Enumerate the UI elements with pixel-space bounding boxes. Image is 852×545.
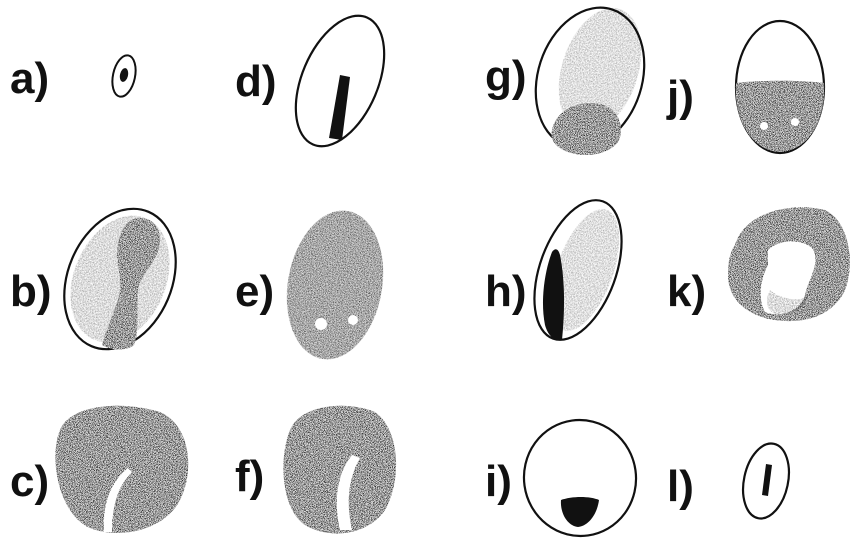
seed-a — [109, 53, 139, 99]
seed-c — [55, 406, 188, 533]
seed-b — [44, 191, 197, 366]
seed-d — [278, 3, 402, 160]
seed-k — [728, 207, 850, 321]
seed-i — [516, 413, 643, 543]
seed-f — [283, 406, 396, 534]
seed-l — [737, 439, 796, 522]
seed-j — [736, 21, 824, 153]
seed-g — [518, 0, 661, 163]
seed-h — [517, 188, 638, 351]
seed-e — [276, 203, 395, 367]
